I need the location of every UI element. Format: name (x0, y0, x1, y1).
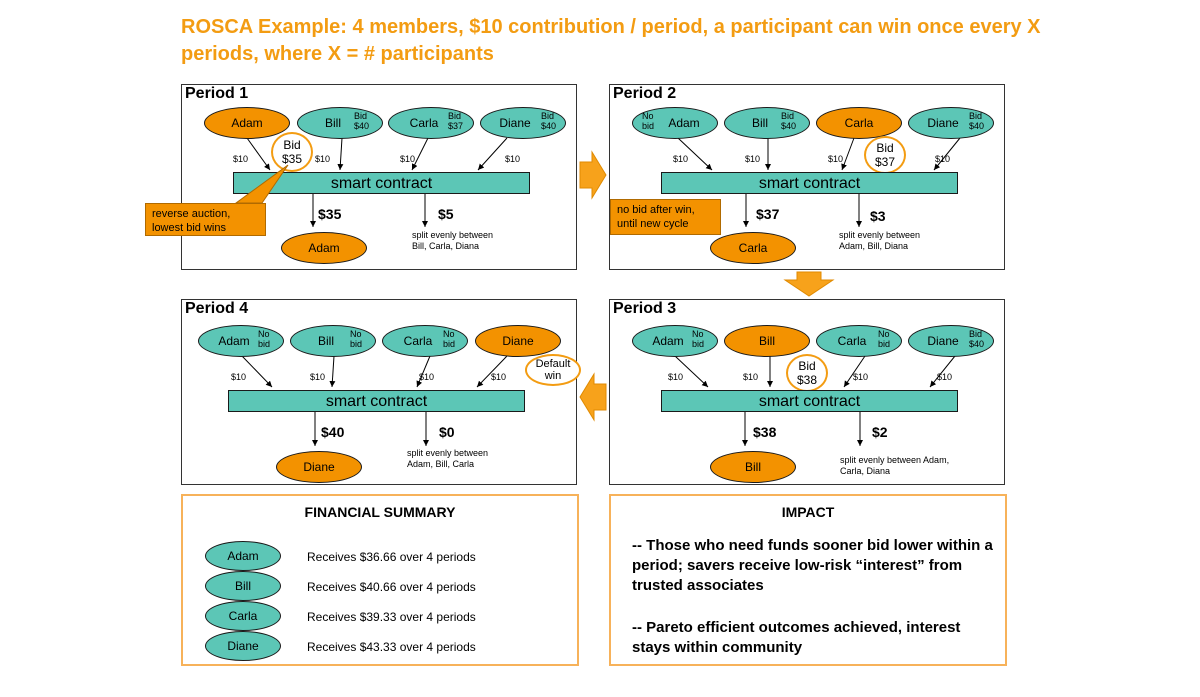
impact-heading: IMPACT (781, 504, 835, 520)
smart-contract-bar: smart contract (233, 172, 530, 194)
summary-text: Receives $40.66 over 4 periods (307, 580, 476, 594)
no-bid-label: No bid (258, 329, 271, 349)
contribution-label: $10 (673, 154, 689, 164)
member-diane: Diane (475, 325, 561, 357)
contribution-label: $10 (745, 154, 761, 164)
no-bid-label: No bid (878, 329, 891, 349)
highlighted-bid: Bid $37 (864, 136, 906, 174)
bid-label: Bid $40 (969, 111, 985, 131)
no-bid-label: No bid (443, 329, 456, 349)
smart-contract-bar: smart contract (228, 390, 525, 412)
winner-node: Bill (710, 451, 796, 483)
member-diane: Diane (908, 107, 994, 139)
member-diane: Diane (480, 107, 566, 139)
remainder-amount: $3 (870, 208, 886, 224)
financial-summary-heading: FINANCIAL SUMMARY (304, 504, 456, 520)
payout-amount: $40 (321, 424, 345, 440)
period-2-arrows (677, 137, 961, 227)
member-adam: Adam (198, 325, 284, 357)
period-title: Period 2 (613, 85, 677, 102)
remainder-amount: $0 (439, 424, 455, 440)
contribution-label: $10 (491, 372, 507, 382)
winner-node: Diane (276, 451, 362, 483)
summary-text: Receives $39.33 over 4 periods (307, 610, 476, 624)
page-title: ROSCA Example: 4 members, $10 contributi… (181, 16, 1041, 65)
impact-box: IMPACT -- Those who need funds sooner bi… (609, 494, 1007, 666)
split-text: split evenly between Bill, Carla, Diana (412, 230, 494, 251)
member-adam: Adam (632, 107, 718, 139)
contribution-label: $10 (310, 372, 326, 382)
period-title: Period 4 (185, 300, 249, 317)
member-adam: Adam (204, 107, 290, 139)
no-bid-label: No bid (350, 329, 363, 349)
remainder-amount: $2 (872, 424, 888, 440)
member-carla: Carla (816, 325, 902, 357)
split-text: split evenly between Adam, Bill, Carla (407, 448, 489, 469)
highlighted-bid: Bid $38 (786, 354, 828, 392)
impact-point-1: -- Those who need funds sooner bid lower… (632, 537, 993, 594)
bid-label: Bid $40 (541, 111, 557, 131)
contribution-label: $10 (668, 372, 684, 382)
member-carla: Carla (388, 107, 474, 139)
member-diane: Diane (908, 325, 994, 357)
impact-point-2: -- Pareto efficient outcomes achieved, i… (632, 619, 961, 656)
payout-amount: $38 (753, 424, 777, 440)
no-bid-callout: no bid after win, until new cycle (610, 199, 721, 235)
member-bill: Bill (297, 107, 383, 139)
contribution-label: $10 (828, 154, 844, 164)
period-4-panel: Period 4 Adam No bid Bill No bid Carla N… (181, 299, 581, 485)
period-title: Period 1 (185, 85, 249, 102)
bid-label: Bid $40 (354, 111, 370, 131)
summary-member-bill: Bill (205, 571, 281, 601)
no-bid-label: No bid (692, 329, 705, 349)
winner-node: Adam (281, 232, 367, 264)
period-4-arrows (241, 355, 508, 446)
member-bill: Bill (724, 107, 810, 139)
payout-amount: $35 (318, 206, 342, 222)
contribution-label: $10 (400, 154, 416, 164)
split-text: split evenly between Adam, Bill, Diana (839, 230, 921, 251)
member-carla: Carla (382, 325, 468, 357)
period-title: Period 3 (613, 300, 677, 317)
contribution-label: $10 (505, 154, 521, 164)
payout-amount: $37 (756, 206, 780, 222)
contribution-label: $10 (853, 372, 869, 382)
highlighted-bid: Bid $35 (271, 132, 313, 172)
bid-label: Bid $37 (448, 111, 464, 131)
summary-member-carla: Carla (205, 601, 281, 631)
contribution-label: $10 (419, 372, 435, 382)
contribution-label: $10 (743, 372, 759, 382)
contribution-label: $10 (937, 372, 953, 382)
contribution-label: $10 (231, 372, 247, 382)
period-2-panel: Period 2 Adam No bid Bill Bid $40 Carla … (609, 84, 1005, 270)
contribution-label: $10 (935, 154, 951, 164)
period-3-arrows (674, 355, 956, 446)
period-1-panel: Period 1 Adam Bill Bid $40 Carla Bid $37… (181, 84, 577, 270)
summary-member-adam: Adam (205, 541, 281, 571)
period-3-panel: Period 3 Adam No bid Bill Carla No bid D… (609, 299, 1005, 485)
summary-text: Receives $36.66 over 4 periods (307, 550, 476, 564)
member-bill: Bill (290, 325, 376, 357)
bid-label: Bid $40 (781, 111, 797, 131)
contribution-label: $10 (315, 154, 331, 164)
summary-text: Receives $43.33 over 4 periods (307, 640, 476, 654)
member-carla: Carla (816, 107, 902, 139)
split-text: split evenly between Adam, Carla, Diana (840, 455, 950, 476)
remainder-amount: $5 (438, 206, 454, 222)
bid-label: Bid $40 (969, 329, 985, 349)
smart-contract-bar: smart contract (661, 390, 958, 412)
smart-contract-bar: smart contract (661, 172, 958, 194)
winner-node: Carla (710, 232, 796, 264)
member-adam: Adam (632, 325, 718, 357)
member-bill: Bill (724, 325, 810, 357)
financial-summary-box: FINANCIAL SUMMARY Adam Receives $36.66 o… (181, 494, 579, 666)
no-bid-label: No bid (642, 111, 655, 131)
summary-member-diane: Diane (205, 631, 281, 661)
contribution-label: $10 (233, 154, 249, 164)
reverse-auction-callout: reverse auction, lowest bid wins (145, 203, 266, 236)
highlighted-bid: Default win (525, 354, 581, 386)
